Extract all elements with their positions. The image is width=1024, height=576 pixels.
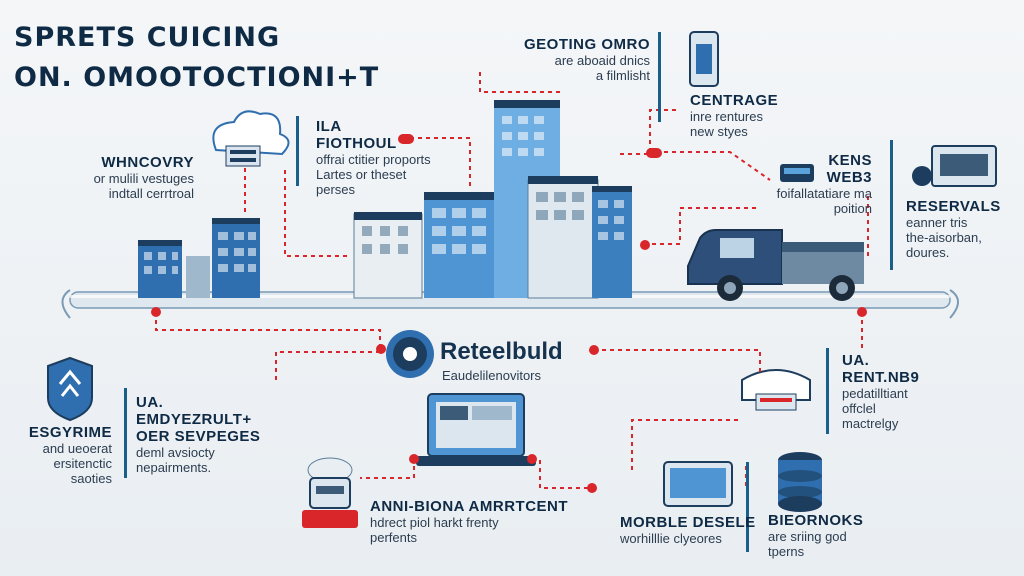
label-morble: MORBLE DESELE worhilllie clyeores: [620, 514, 756, 546]
label-body: tperns: [768, 544, 805, 559]
label-body: a filmlisht: [595, 68, 650, 83]
label-heading: UA.: [842, 352, 870, 369]
label-whncovry: WHNCOVRY or mulili vestuges indtall cerr…: [54, 154, 194, 201]
label-heading: UA.: [136, 394, 164, 411]
label-anni: ANNI-BIONA AMRRTCENT hdrect piol harkt f…: [370, 498, 568, 545]
connector-node: [857, 307, 867, 317]
router-icon: [780, 164, 814, 182]
accent-bar: [296, 116, 299, 186]
connector-node: [409, 454, 419, 464]
label-heading: WHNCOVRY: [101, 154, 194, 171]
laptop-icon: [416, 393, 536, 466]
connector-node: [151, 307, 161, 317]
label-heading: ESGYRIME: [28, 424, 112, 441]
label-heading: MORBLE DESELE: [620, 514, 756, 531]
label-body: or mulili vestuges: [93, 171, 194, 186]
dome-device-icon: [741, 369, 811, 411]
label-body: mactrelgy: [842, 416, 899, 431]
connector-node: [640, 240, 650, 250]
label-body: Lartes or theset: [316, 167, 407, 182]
label-ua-right: UA. RENT.NB9 pedatilltiant offclel mactr…: [842, 352, 919, 431]
city-buildings-icon: [138, 100, 632, 299]
label-reservals: RESERVALS eanner tris the-aisorban, dour…: [906, 198, 1001, 260]
connector-node: [589, 345, 599, 355]
connector-node: [646, 148, 662, 158]
label-body: deml avsiocty: [136, 445, 215, 460]
label-body: pedatilltiant: [842, 386, 908, 401]
accent-bar: [124, 388, 127, 478]
label-body: and ueoerat: [42, 441, 112, 456]
label-body: perses: [316, 182, 356, 197]
truck-icon: [687, 229, 864, 301]
label-body: indtall cerrtroal: [108, 186, 194, 201]
label-heading: RENT.NB9: [842, 369, 920, 386]
label-ua-left: UA. EMDYEZRULT+ OER SEVPEGES deml avsioc…: [136, 394, 260, 475]
label-heading: KENS: [828, 152, 872, 169]
label-heading: WEB3: [826, 169, 872, 186]
shield-icon: [47, 356, 93, 422]
label-body: inre rentures: [690, 109, 763, 124]
label-kens: KENS WEB3 foifallatatiare ma poition: [760, 152, 872, 216]
mobile-device-icon: [663, 461, 733, 507]
main-title-line2: ON. OMOOTOCTIONI+T: [14, 62, 380, 93]
label-body: saoties: [70, 471, 112, 486]
label-centrage: CENTRAGE inre rentures new styes: [690, 92, 778, 139]
label-body: perfents: [370, 530, 417, 545]
database-icon: [778, 452, 822, 512]
connector-node: [587, 483, 597, 493]
cloud-server-icon: [212, 110, 290, 167]
label-body: are aboaid dnics: [554, 53, 650, 68]
monitor-server-icon: [912, 145, 997, 187]
label-heading: ANNI-BIONA AMRRTCENT: [370, 498, 569, 515]
accent-bar: [658, 32, 661, 122]
label-body: hdrect piol harkt frenty: [370, 515, 499, 530]
hub-title: Reteelbuld: [440, 338, 563, 365]
label-heading: RESERVALS: [906, 198, 1001, 215]
label-esgyrime: ESGYRIME and ueoerat ersitenctic saoties: [8, 424, 112, 486]
label-body: offrai ctitier proports: [316, 152, 431, 167]
label-heading: FIOTHOUL: [316, 135, 397, 152]
main-title-line1: SPRETS CUICING: [14, 22, 281, 53]
label-heading: OER SEVPEGES: [136, 428, 261, 445]
label-heading: EMDYEZRULT+: [136, 411, 252, 428]
connector-node: [376, 344, 386, 354]
label-body: offclel: [842, 401, 876, 416]
label-heading: BIEORNOKS: [768, 512, 864, 529]
label-body: nepairments.: [136, 460, 212, 475]
label-heading: ILA: [316, 118, 342, 135]
label-body: ersitenctic: [53, 456, 112, 471]
tablet-icon: [689, 31, 719, 87]
label-body: are sriing god: [768, 529, 847, 544]
connector-lines: [155, 72, 869, 489]
label-geoting: GEOTING OMRO are aboaid dnics a filmlish…: [514, 36, 650, 83]
label-body: eanner tris: [906, 215, 968, 230]
label-body: worhilllie clyeores: [620, 531, 722, 546]
accent-bar: [890, 140, 893, 270]
connector-node: [398, 134, 414, 144]
label-heading: CENTRAGE: [690, 92, 779, 109]
hub-subtitle: Eaudelilenovitors: [442, 368, 542, 383]
label-body: doures.: [906, 245, 950, 260]
label-body: new styes: [690, 124, 748, 139]
label-ila: ILA FIOTHOUL offrai ctitier proports Lar…: [316, 118, 431, 197]
accent-bar: [746, 462, 749, 552]
label-bieornoks: BIEORNOKS are sriing god tperns: [768, 512, 863, 559]
label-body: the-aisorban,: [906, 230, 982, 245]
label-heading: GEOTING OMRO: [524, 36, 650, 53]
label-body: foifallatatiare ma: [776, 186, 872, 201]
gear-hub-icon: [386, 330, 434, 378]
accent-bar: [826, 348, 829, 434]
label-body: poition: [833, 201, 872, 216]
connector-node: [527, 454, 537, 464]
robot-icon: [302, 457, 358, 528]
